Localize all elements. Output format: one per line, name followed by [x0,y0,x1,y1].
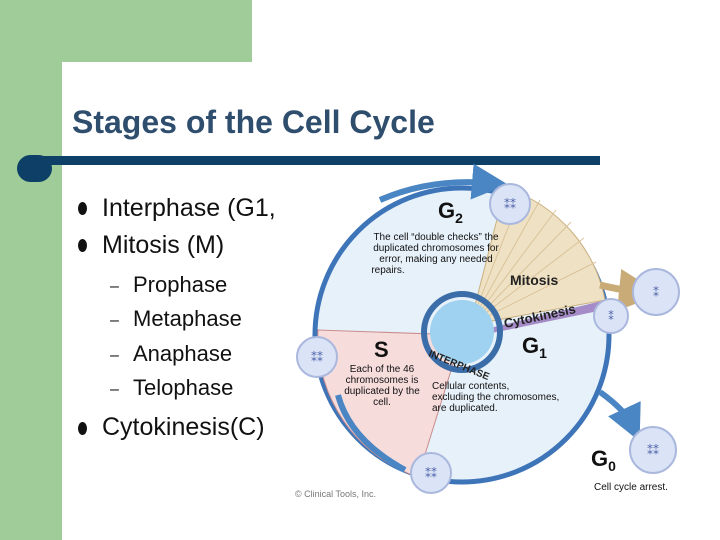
svg-text:duplicated by the: duplicated by the [344,386,420,397]
g2-label: G2 [438,198,463,226]
g0-description: Cell cycle arrest. [594,482,668,493]
svg-text:cell.: cell. [373,397,391,408]
svg-text:error, making any needed: error, making any needed [379,254,492,265]
ring-arrow-left [335,394,407,473]
g2-description: The cell “double checks” the duplicated … [371,232,499,276]
cell-icon-s: ⁑⁑ [296,336,338,378]
cell-icon-daughter-2: ⁑ [593,298,629,334]
svg-text:duplicated chromosomes for: duplicated chromosomes for [373,243,499,254]
cytokinesis-strip [490,300,608,333]
slide-title: Stages of the Cell Cycle [72,104,435,140]
svg-text:Each of the 46: Each of the 46 [350,364,415,375]
svg-text:⁑: ⁑ [653,286,659,300]
left-green-band [0,0,62,540]
g1-description: Cellular contents, excluding the chromos… [432,381,559,414]
svg-text:chromosomes is: chromosomes is [346,375,419,386]
s-label: S [374,337,389,362]
ring-arrow-top [378,163,508,203]
s-description: Each of the 46 chromosomes is duplicated… [344,364,420,408]
copyright-credit: © Clinical Tools, Inc. [295,489,376,499]
svg-text:The cell “double checks” the: The cell “double checks” the [373,232,499,243]
title-rule [30,156,600,165]
cell-icon-g2: ⁑⁑ [489,183,531,225]
cell-icon-g1-bottom: ⁑⁑ [410,452,452,494]
svg-text:⁑: ⁑ [608,310,614,323]
svg-text:⁑⁑: ⁑⁑ [425,467,437,481]
svg-text:Cellular contents,: Cellular contents, [432,381,509,392]
svg-text:⁑⁑: ⁑⁑ [311,351,323,365]
interphase-ring [421,291,503,373]
g0-label: G0 [591,446,616,474]
cell-icon-daughter-1: ⁑ [632,268,680,316]
mitosis-label: Mitosis [510,272,558,288]
svg-text:excluding the chromosomes,: excluding the chromosomes, [432,392,559,403]
g0-arrow [598,389,641,442]
svg-text:are duplicated.: are duplicated. [432,403,498,414]
svg-text:⁑⁑: ⁑⁑ [647,444,659,458]
svg-text:⁑⁑: ⁑⁑ [504,198,516,212]
cell-icon-g0: ⁑⁑ [629,426,677,474]
cell-nucleus-center [430,300,494,364]
svg-text:repairs.: repairs. [371,265,404,276]
g1-label: G1 [522,333,547,361]
